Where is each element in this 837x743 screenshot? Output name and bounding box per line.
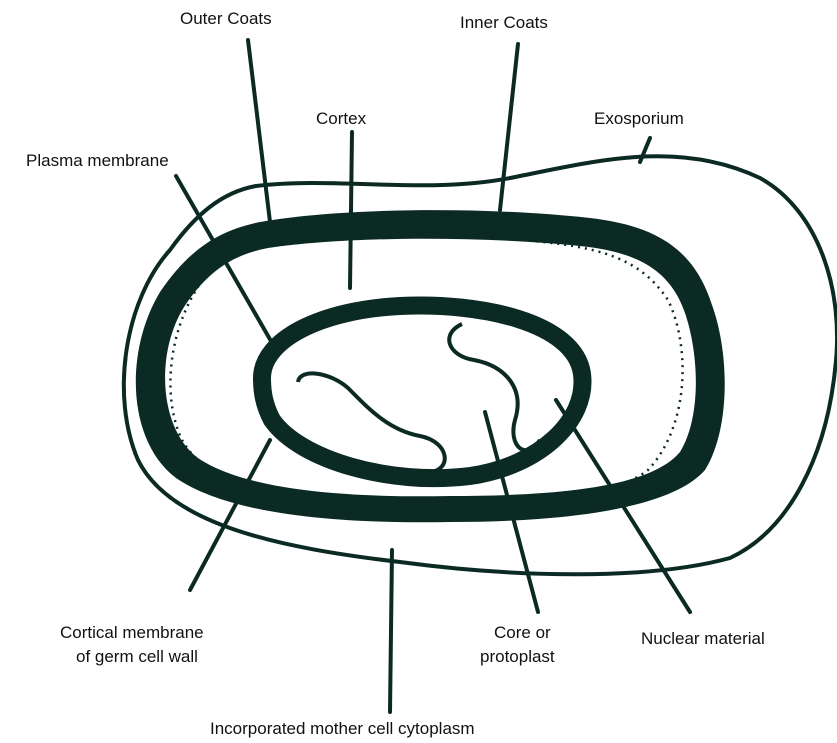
label-exosporium: Exosporium xyxy=(594,109,684,128)
label-plasma-membrane: Plasma membrane xyxy=(26,151,169,170)
label-mother-cytoplasm: Incorporated mother cell cytoplasm xyxy=(210,719,475,738)
leader-mother-cytoplasm xyxy=(390,550,392,712)
label-cortical-membrane-line2: of germ cell wall xyxy=(76,647,198,666)
cortex-stipple xyxy=(170,234,682,508)
leader-inner-coats xyxy=(500,44,518,210)
leader-cortex xyxy=(350,132,352,288)
label-core-line1: Core or xyxy=(494,623,551,642)
nuclear-material-strand-2 xyxy=(449,324,540,450)
leader-outer-coats xyxy=(248,40,270,222)
label-cortical-membrane-line1: Cortical membrane xyxy=(60,623,204,642)
core-ring xyxy=(262,306,583,479)
label-inner-coats: Inner Coats xyxy=(460,13,548,32)
label-outer-coats: Outer Coats xyxy=(180,9,272,28)
label-core-line2: protoplast xyxy=(480,647,555,666)
label-cortex: Cortex xyxy=(316,109,367,128)
label-nuclear-material: Nuclear material xyxy=(641,629,765,648)
